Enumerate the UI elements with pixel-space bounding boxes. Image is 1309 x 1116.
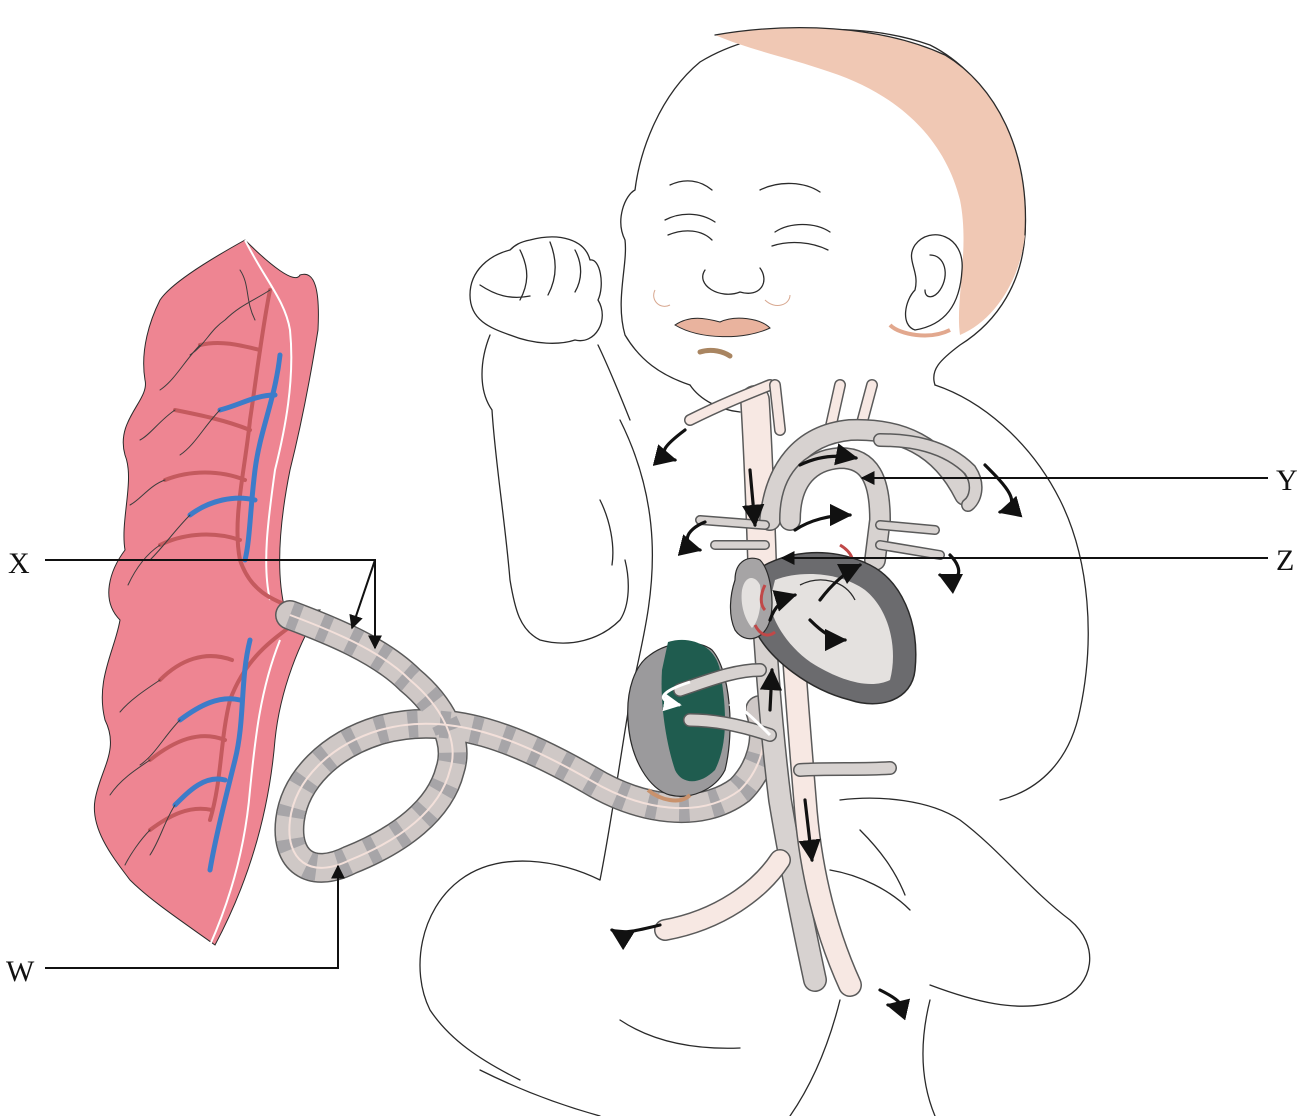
label-y: Y [1276, 464, 1298, 497]
lips [675, 318, 770, 336]
hair [715, 28, 1025, 335]
label-x: X [8, 547, 30, 580]
leader-x-branch [352, 560, 375, 628]
label-z: Z [1276, 544, 1294, 577]
label-w: W [6, 955, 35, 988]
